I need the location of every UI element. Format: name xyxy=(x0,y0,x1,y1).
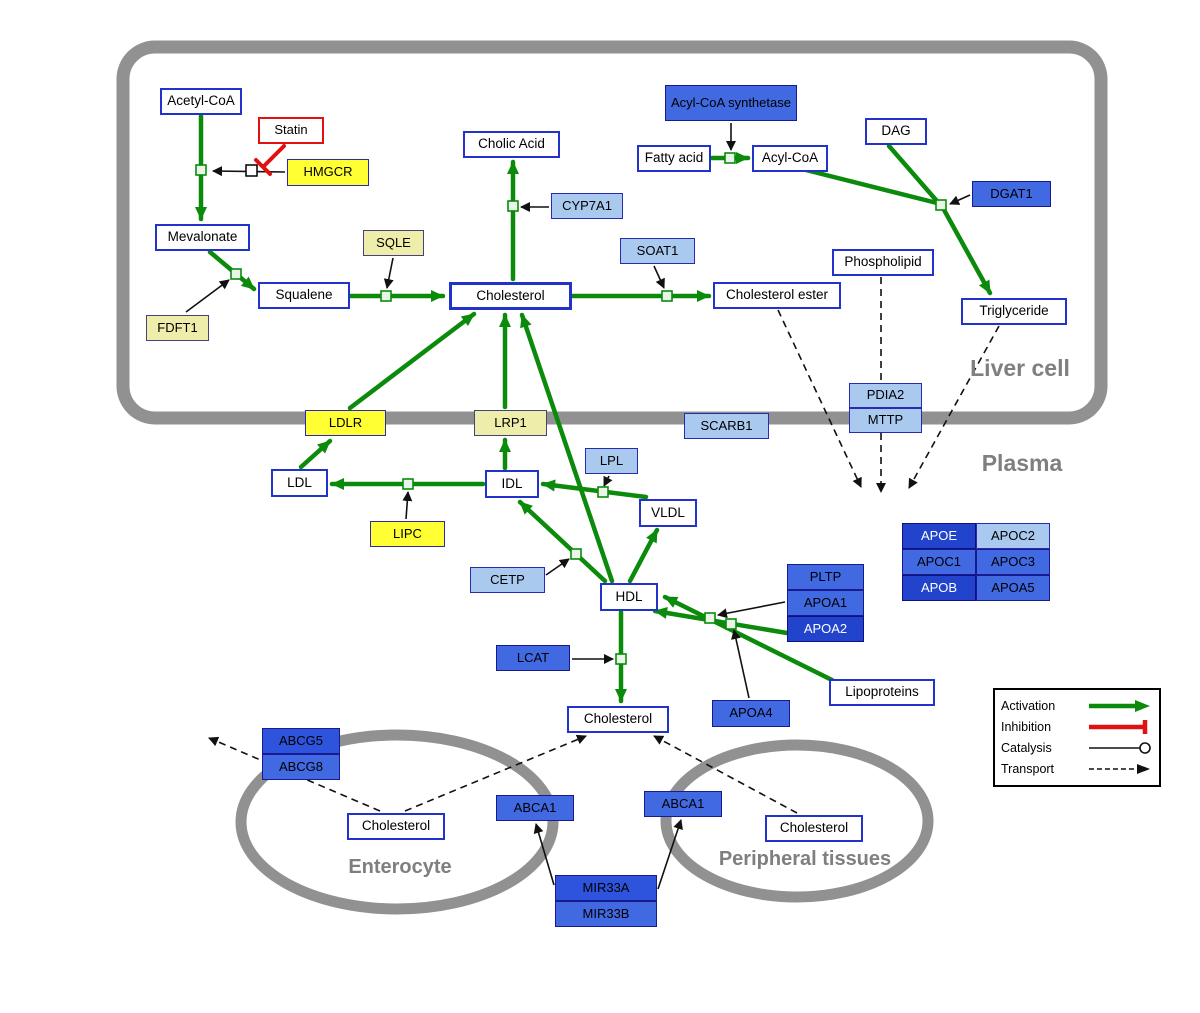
node-cholic-acid[interactable]: Cholic Acid xyxy=(463,131,560,158)
legend-transport-label: Transport xyxy=(1001,761,1055,776)
legend-inhibition-label: Inhibition xyxy=(1001,719,1052,734)
node-dag[interactable]: DAG xyxy=(865,118,927,145)
node-fdft1[interactable]: FDFT1 xyxy=(146,315,209,341)
inhibition-tbar-icon xyxy=(1089,719,1148,734)
node-mir33b[interactable]: MIR33B xyxy=(555,901,657,927)
node-statin[interactable]: Statin xyxy=(258,117,324,144)
node-apoa2[interactable]: APOA2 xyxy=(787,616,864,642)
node-cholesterol-enterocyte[interactable]: Cholesterol xyxy=(347,813,445,840)
legend-row-transport: Transport xyxy=(1001,758,1153,779)
node-acetyl-coa[interactable]: Acetyl-CoA xyxy=(160,88,242,115)
node-abca1-enterocyte[interactable]: ABCA1 xyxy=(496,795,574,821)
legend-row-activation: Activation xyxy=(1001,695,1153,716)
catalysis-junction-square xyxy=(245,164,258,177)
node-fatty-acid[interactable]: Fatty acid xyxy=(637,145,711,172)
legend: Activation Inhibition Catalysis Transpor… xyxy=(993,688,1161,787)
node-cholesterol-plasma[interactable]: Cholesterol xyxy=(567,706,669,733)
compartment-outlines xyxy=(116,40,1108,915)
node-lpl[interactable]: LPL xyxy=(585,448,638,474)
liver-cell-outline xyxy=(116,40,1108,425)
activation-edges xyxy=(195,113,993,704)
node-abcg8[interactable]: ABCG8 xyxy=(262,754,340,780)
enterocyte-label: Enterocyte xyxy=(348,856,452,878)
node-lcat[interactable]: LCAT xyxy=(496,645,570,671)
node-lipc[interactable]: LIPC xyxy=(370,521,445,547)
catalysis-edges xyxy=(185,123,971,890)
node-lrp1[interactable]: LRP1 xyxy=(474,410,547,436)
node-apoc3[interactable]: APOC3 xyxy=(976,549,1050,575)
peripheral-tissues-outline xyxy=(660,739,934,903)
enterocyte-outline xyxy=(235,729,559,915)
catalysis-circle-icon xyxy=(1089,741,1151,754)
node-dgat1[interactable]: DGAT1 xyxy=(972,181,1051,207)
reaction-nodes xyxy=(195,152,947,665)
legend-row-catalysis: Catalysis xyxy=(1001,737,1153,758)
node-apoe[interactable]: APOE xyxy=(902,523,976,549)
legend-row-inhibition: Inhibition xyxy=(1001,716,1153,737)
node-apoc2[interactable]: APOC2 xyxy=(976,523,1050,549)
node-hmgcr[interactable]: HMGCR xyxy=(287,159,369,186)
transport-edges xyxy=(208,277,1000,814)
node-pltp[interactable]: PLTP xyxy=(787,564,864,590)
legend-activation-label: Activation xyxy=(1001,698,1056,713)
liver-cell-label: Liver cell xyxy=(970,355,1070,381)
node-cholesterol-ester[interactable]: Cholesterol ester xyxy=(713,282,841,309)
node-vldl[interactable]: VLDL xyxy=(639,499,697,527)
node-cyp7a1[interactable]: CYP7A1 xyxy=(551,193,623,219)
node-acyl-coa[interactable]: Acyl-CoA xyxy=(752,145,828,172)
activation-arrow-icon xyxy=(1089,699,1150,712)
node-apoc1[interactable]: APOC1 xyxy=(902,549,976,575)
node-mttp[interactable]: MTTP xyxy=(849,408,922,433)
node-soat1[interactable]: SOAT1 xyxy=(620,238,695,264)
node-ldl[interactable]: LDL xyxy=(271,469,328,497)
transport-dashed-arrow-icon xyxy=(1089,763,1150,774)
node-idl[interactable]: IDL xyxy=(485,470,539,498)
node-squalene[interactable]: Squalene xyxy=(258,282,350,309)
node-mir33a[interactable]: MIR33A xyxy=(555,875,657,901)
node-ldlr[interactable]: LDLR xyxy=(305,410,386,436)
inhibition-edge-statin xyxy=(254,144,286,176)
node-pdia2[interactable]: PDIA2 xyxy=(849,383,922,408)
node-apoa1[interactable]: APOA1 xyxy=(787,590,864,616)
peripheral-tissues-label: Peripheral tissues xyxy=(718,848,892,870)
node-apob[interactable]: APOB xyxy=(902,575,976,601)
node-abcg5[interactable]: ABCG5 xyxy=(262,728,340,754)
node-apoa4[interactable]: APOA4 xyxy=(712,700,790,727)
node-mevalonate[interactable]: Mevalonate xyxy=(155,224,250,251)
node-triglyceride[interactable]: Triglyceride xyxy=(961,298,1067,325)
legend-catalysis-label: Catalysis xyxy=(1001,740,1052,755)
node-phospholipid[interactable]: Phospholipid xyxy=(832,249,934,276)
node-abca1-peripheral[interactable]: ABCA1 xyxy=(644,791,722,817)
node-cholesterol-peripheral[interactable]: Cholesterol xyxy=(765,815,863,842)
node-hdl[interactable]: HDL xyxy=(600,583,658,611)
node-apoa5[interactable]: APOA5 xyxy=(976,575,1050,601)
node-sqle[interactable]: SQLE xyxy=(363,230,424,256)
node-scarb1[interactable]: SCARB1 xyxy=(684,413,769,439)
node-cholesterol-liver[interactable]: Cholesterol xyxy=(449,282,572,310)
node-acyl-coa-synthetase[interactable]: Acyl-CoA synthetase xyxy=(665,85,797,121)
node-lipoproteins[interactable]: Lipoproteins xyxy=(829,679,935,706)
plasma-label: Plasma xyxy=(981,450,1063,476)
node-cetp[interactable]: CETP xyxy=(470,567,545,593)
